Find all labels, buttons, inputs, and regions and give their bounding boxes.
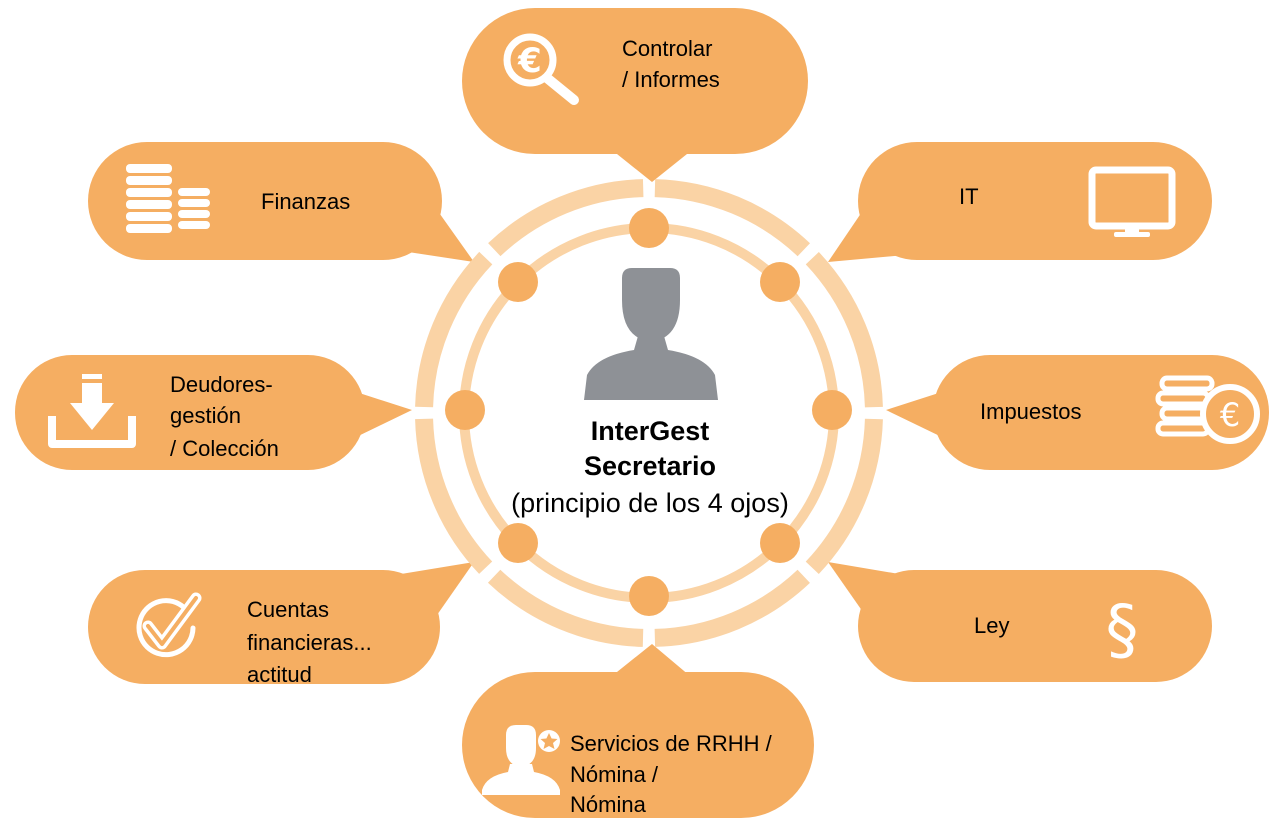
bubble-ley	[828, 562, 1212, 682]
ring-node	[629, 208, 669, 248]
ring-node	[498, 523, 538, 563]
person-silhouette-icon	[584, 268, 718, 400]
outer-segmented-ring	[415, 179, 883, 647]
coins-euro-icon: €	[1155, 375, 1260, 444]
bubble-label-controlar-line1: Controlar	[622, 36, 712, 61]
ring-node	[445, 390, 485, 430]
bubble-controlar	[462, 8, 808, 182]
ring-node	[629, 576, 669, 616]
euro-search-icon: €	[503, 33, 579, 105]
user-star-icon	[482, 725, 560, 795]
coin-stacks-icon	[126, 164, 210, 233]
bubble-finanzas	[88, 142, 474, 262]
download-tray-icon	[48, 374, 136, 448]
bubble-label-impuestos: Impuestos	[980, 399, 1082, 424]
ring-node	[812, 390, 852, 430]
bubble-label-cuentas-line2: financieras...	[247, 630, 372, 655]
svg-text:€: €	[1220, 396, 1240, 434]
center-subtitle: (principio de los 4 ojos)	[511, 488, 789, 518]
bubble-it	[828, 142, 1212, 262]
bubble-label-rrhh-line2: Nómina /	[570, 762, 659, 787]
bubble-label-finanzas: Finanzas	[261, 189, 350, 214]
monitor-icon	[1088, 166, 1176, 237]
ring-node	[760, 523, 800, 563]
ring-nodes	[445, 208, 852, 616]
bubble-label-deudores-line1: Deudores-	[170, 372, 273, 397]
center-title-line2: Secretario	[584, 451, 716, 481]
ring-node	[760, 262, 800, 302]
bubble-label-rrhh-line3: Nómina	[570, 792, 647, 817]
bubble-label-deudores-line2: gestión	[170, 403, 241, 428]
section-sign-icon: §	[1106, 591, 1139, 668]
bubble-impuestos	[886, 355, 1269, 470]
ring-node	[498, 262, 538, 302]
bubble-label-cuentas-line1: Cuentas	[247, 597, 329, 622]
bubble-label-it: IT	[959, 184, 979, 209]
bubble-label-deudores-line3: / Colección	[170, 436, 279, 461]
bubble-label-ley: Ley	[974, 613, 1009, 638]
svg-text:€: €	[517, 41, 542, 81]
bubble-label-rrhh-line1: Servicios de RRHH /	[570, 731, 773, 756]
center-title-line1: InterGest	[591, 416, 710, 446]
bubble-label-cuentas-line3: actitud	[247, 662, 312, 687]
bubble-label-controlar-line2: / Informes	[622, 67, 720, 92]
checkmark-icon	[136, 592, 202, 658]
